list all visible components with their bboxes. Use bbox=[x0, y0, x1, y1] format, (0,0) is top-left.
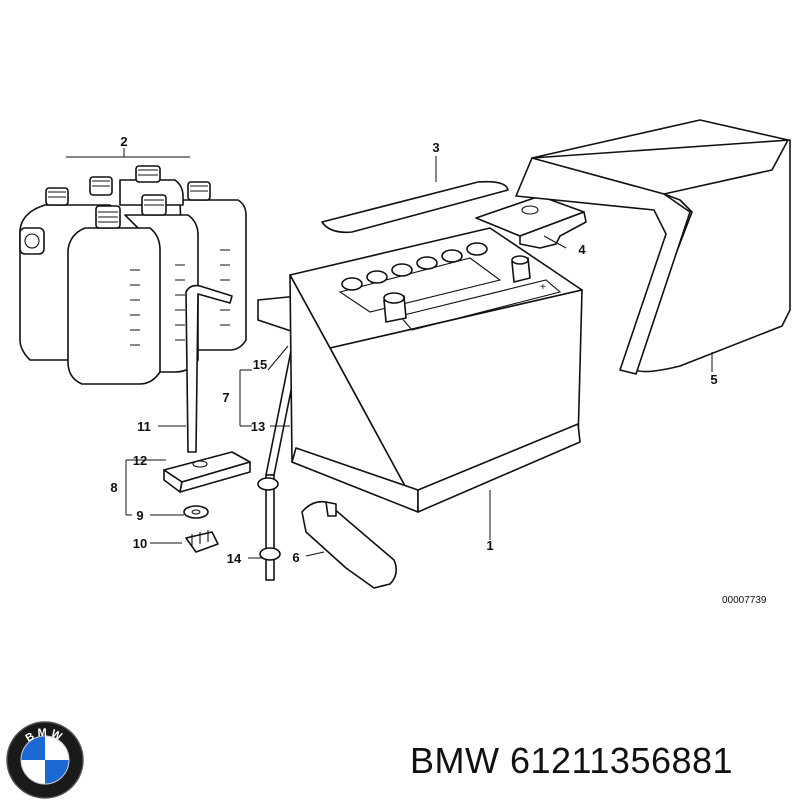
callout-10: 10 bbox=[133, 536, 147, 551]
diagram-reference-code: 00007739 bbox=[722, 595, 767, 606]
svg-text:+: + bbox=[540, 282, 546, 293]
callout-labels: 1 2 3 4 5 6 7 8 9 10 11 12 13 14 15 0000… bbox=[110, 134, 767, 606]
hose-illustration bbox=[185, 284, 233, 453]
cell-caps bbox=[341, 242, 488, 291]
washer-illustration bbox=[183, 505, 209, 519]
part-number: BMW 61211356881 bbox=[410, 740, 734, 781]
water-bottles-illustration bbox=[19, 165, 247, 385]
callout-1: 1 bbox=[486, 538, 493, 553]
terminal-cover-illustration bbox=[321, 180, 509, 234]
clip-illustration bbox=[185, 530, 219, 553]
callout-6: 6 bbox=[292, 550, 299, 565]
callout-14: 14 bbox=[227, 551, 242, 566]
callout-8: 8 bbox=[110, 480, 117, 495]
battery-illustration: + bbox=[289, 227, 583, 513]
bmw-logo: BMW bbox=[6, 721, 84, 799]
svg-text:BMW: BMW bbox=[23, 727, 66, 745]
callout-2: 2 bbox=[120, 134, 127, 149]
callout-12: 12 bbox=[133, 453, 147, 468]
battery-cover-illustration bbox=[515, 119, 791, 375]
leader-lines bbox=[66, 148, 713, 559]
callout-4: 4 bbox=[578, 242, 586, 257]
callout-5: 5 bbox=[710, 372, 717, 387]
vent-cap-illustration bbox=[301, 500, 398, 589]
callout-11: 11 bbox=[137, 419, 151, 434]
callout-15: 15 bbox=[253, 357, 267, 372]
terminal-clamp-illustration bbox=[475, 195, 587, 249]
callout-3: 3 bbox=[432, 140, 439, 155]
callout-7: 7 bbox=[222, 390, 229, 405]
bmw-logo-letters: BMW bbox=[23, 727, 63, 745]
bracket-illustration bbox=[163, 451, 251, 493]
callout-9: 9 bbox=[136, 508, 143, 523]
callout-13: 13 bbox=[251, 419, 265, 434]
